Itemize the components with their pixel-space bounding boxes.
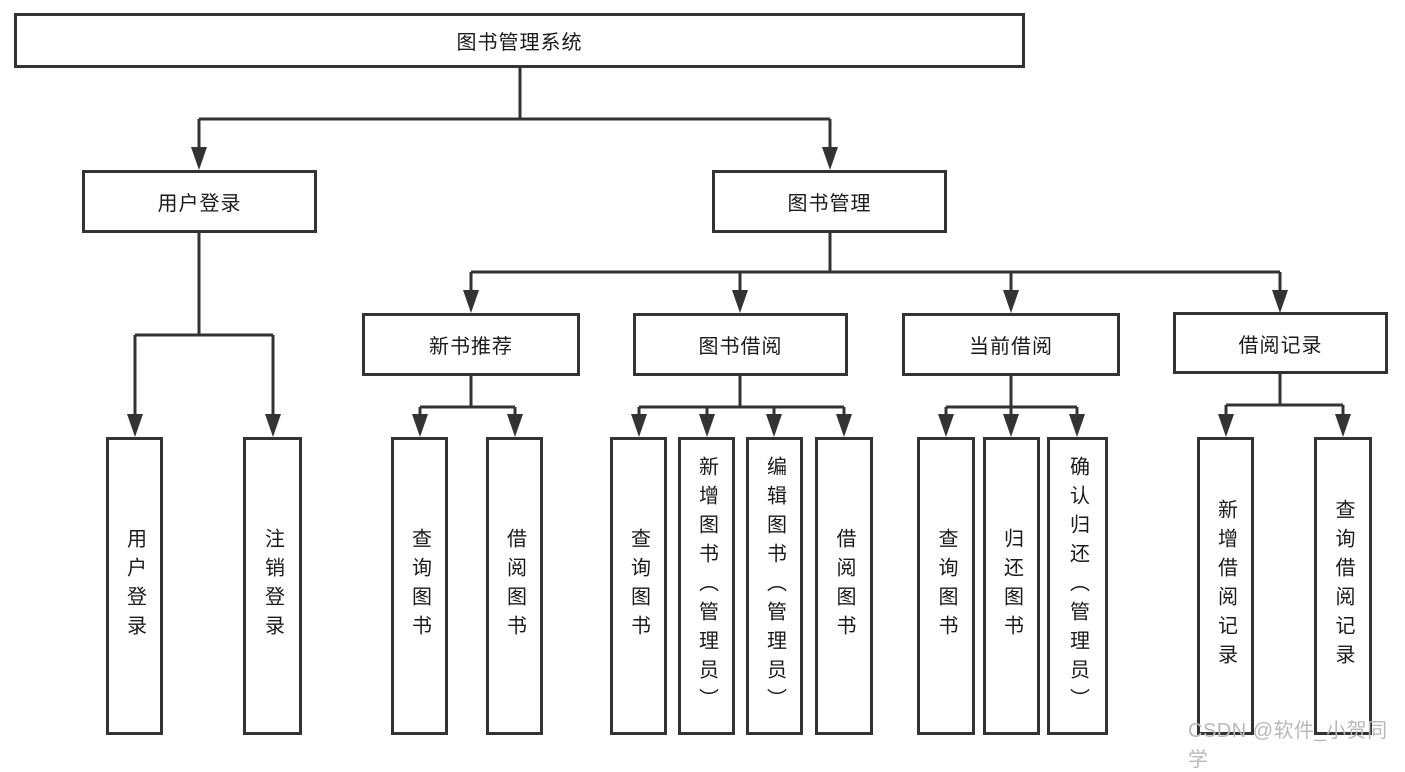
connectors-new-book-recommend xyxy=(418,376,517,417)
node-new-book-recommend: 新书推荐 xyxy=(362,313,580,376)
node-borrowing-edit-books-admin: 编辑图书（管理员） xyxy=(746,437,803,735)
node-label: 图书借阅 xyxy=(698,336,783,358)
node-recommend-borrow-books: 借阅图书 xyxy=(486,437,543,735)
node-login: 用户登录 xyxy=(106,437,163,735)
node-label: 归还图书 xyxy=(1000,528,1023,644)
connector-arrows xyxy=(127,68,1351,437)
node-book-borrowing: 图书借阅 xyxy=(633,313,848,376)
connectors-book-borrowing xyxy=(637,376,846,417)
node-label: 编辑图书（管理员） xyxy=(763,455,786,717)
node-label: 图书管理 xyxy=(787,193,872,215)
node-borrowing-records: 借阅记录 xyxy=(1173,312,1388,374)
node-label: 图书管理系统 xyxy=(456,32,583,54)
connectors-root xyxy=(197,68,832,150)
node-label: 新增图书（管理员） xyxy=(695,455,718,717)
node-label: 查询图书 xyxy=(935,528,957,644)
node-label: 用户登录 xyxy=(123,528,146,644)
node-records-query-record: 查询借阅记录 xyxy=(1314,437,1372,735)
node-current-confirm-return-admin: 确认归还（管理员） xyxy=(1047,437,1108,735)
node-label: 查询图书 xyxy=(627,528,650,644)
node-current-return-books: 归还图书 xyxy=(983,437,1040,735)
node-label: 借阅记录 xyxy=(1238,334,1323,357)
node-current-query-books: 查询图书 xyxy=(917,437,975,735)
node-root: 图书管理系统 xyxy=(14,13,1025,68)
node-recommend-query-books: 查询图书 xyxy=(391,437,448,735)
node-label: 查询借阅记录 xyxy=(1332,499,1354,673)
node-label: 新书推荐 xyxy=(429,336,513,358)
connectors-user-login xyxy=(133,233,275,417)
node-book-management: 图书管理 xyxy=(712,170,947,233)
node-borrowing-add-books-admin: 新增图书（管理员） xyxy=(678,437,735,735)
connectors-borrowing-records xyxy=(1224,374,1345,417)
connectors-current-borrowing xyxy=(944,376,1079,417)
node-borrowing-query-books: 查询图书 xyxy=(610,437,667,735)
arrowheads xyxy=(127,147,1351,437)
node-label: 借阅图书 xyxy=(833,528,855,644)
node-borrowing-borrow-books: 借阅图书 xyxy=(815,437,873,735)
node-label: 用户登录 xyxy=(157,193,242,215)
node-label: 借阅图书 xyxy=(503,528,526,644)
node-label: 查询图书 xyxy=(408,528,431,644)
watermark: CSDN @软件_小贺同学 xyxy=(1188,720,1388,771)
diagram-canvas: { "colors": { "line": "#333333", "text":… xyxy=(14,13,1388,771)
node-label: 新增借阅记录 xyxy=(1214,499,1237,673)
node-logout: 注销登录 xyxy=(243,437,302,735)
connectors-book-management xyxy=(469,233,1282,293)
node-label: 确认归还（管理员） xyxy=(1066,455,1089,717)
node-records-add-record: 新增借阅记录 xyxy=(1197,437,1254,735)
node-label: 注销登录 xyxy=(261,528,284,644)
node-label: 当前借阅 xyxy=(969,336,1053,358)
node-current-borrowing: 当前借阅 xyxy=(902,313,1120,376)
node-user-login: 用户登录 xyxy=(82,170,317,233)
